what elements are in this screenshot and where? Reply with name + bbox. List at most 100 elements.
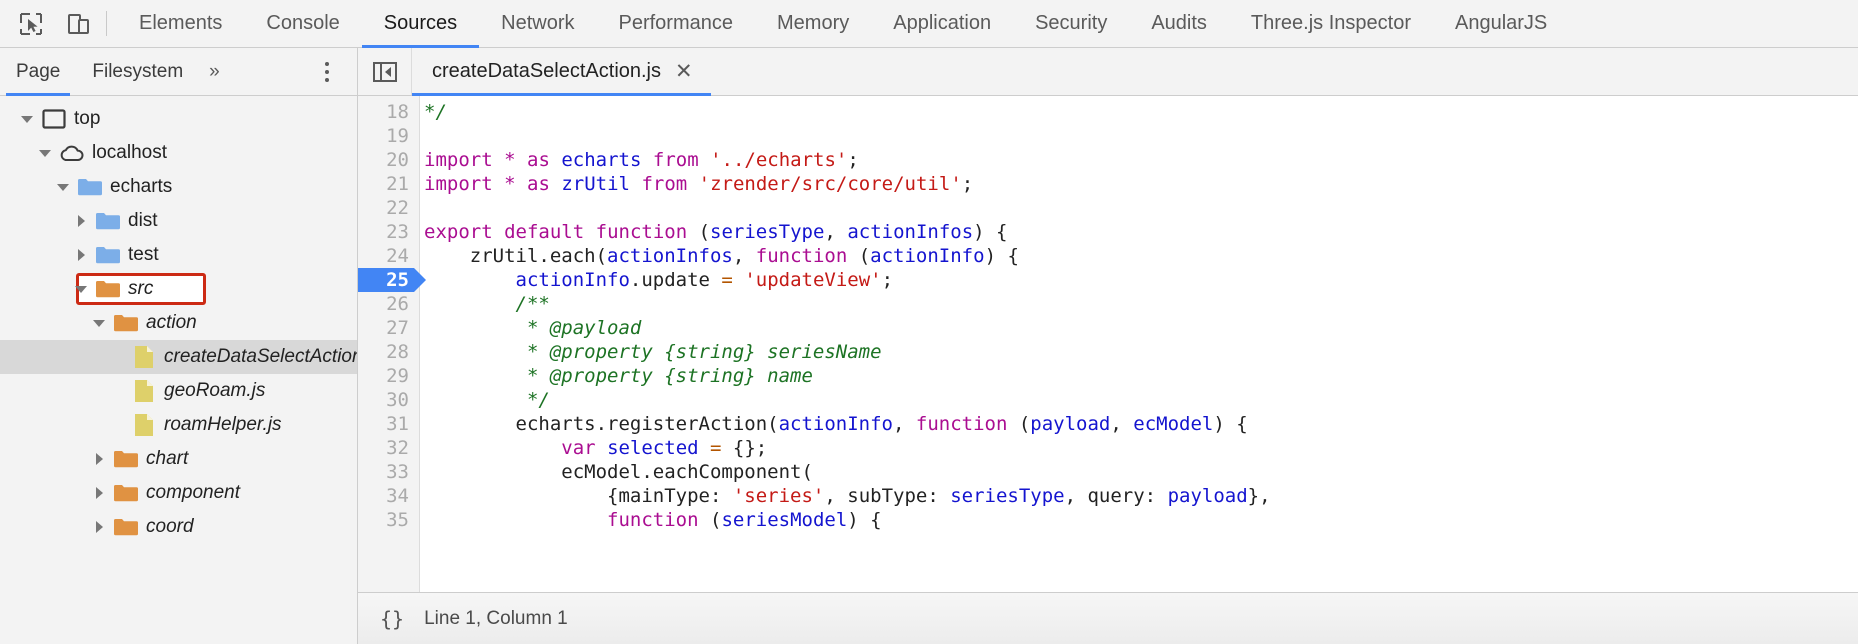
line-number[interactable]: 23 <box>358 220 419 244</box>
tree-item-label: chart <box>146 448 189 469</box>
line-number[interactable]: 31 <box>358 412 419 436</box>
chevron-down-icon[interactable] <box>68 282 94 296</box>
tree-item-component[interactable]: component <box>0 476 357 510</box>
tree-item-action[interactable]: action <box>0 306 357 340</box>
chevron-down-icon[interactable] <box>86 316 112 330</box>
chevron-down-icon[interactable] <box>14 112 40 126</box>
tab-performance[interactable]: Performance <box>597 0 756 47</box>
more-tabs-icon[interactable]: » <box>209 60 220 82</box>
tab-memory[interactable]: Memory <box>755 0 871 47</box>
toolbar-left-icons <box>0 0 102 47</box>
code-line[interactable]: * @payload <box>424 316 1858 340</box>
tab-security[interactable]: Security <box>1013 0 1129 47</box>
code-token <box>424 509 607 531</box>
kebab-menu-icon[interactable] <box>309 54 345 90</box>
tree-item-label: action <box>146 312 197 333</box>
tree-item-localhost[interactable]: localhost <box>0 136 357 170</box>
code-token <box>550 149 561 171</box>
tab-angularjs[interactable]: AngularJS <box>1433 0 1569 47</box>
code-line[interactable]: import * as echarts from '../echarts'; <box>424 148 1858 172</box>
code-token <box>641 149 652 171</box>
code-line[interactable]: */ <box>424 388 1858 412</box>
line-number[interactable]: 35 <box>358 508 419 532</box>
frame-icon <box>40 109 68 129</box>
code-content[interactable]: */ import * as echarts from '../echarts'… <box>420 96 1858 592</box>
line-number[interactable]: 21 <box>358 172 419 196</box>
tree-item-createdataselectaction-js[interactable]: createDataSelectAction.js <box>0 340 357 374</box>
tab-threejs-inspector[interactable]: Three.js Inspector <box>1229 0 1433 47</box>
tree-item-top[interactable]: top <box>0 102 357 136</box>
code-token: 'series' <box>732 485 825 507</box>
line-number[interactable]: 32 <box>358 436 419 460</box>
code-line[interactable]: * @property {string} name <box>424 364 1858 388</box>
tab-network[interactable]: Network <box>479 0 596 47</box>
inspect-cursor-icon[interactable] <box>14 7 48 41</box>
pretty-print-icon[interactable]: {} <box>380 606 405 631</box>
tree-item-dist[interactable]: dist <box>0 204 357 238</box>
code-line[interactable]: import * as zrUtil from 'zrender/src/cor… <box>424 172 1858 196</box>
tab-application[interactable]: Application <box>871 0 1013 47</box>
editor-tab-createdataselectaction[interactable]: createDataSelectAction.js ✕ <box>412 48 711 96</box>
tree-item-roamhelper-js[interactable]: roamHelper.js <box>0 408 357 442</box>
device-toolbar-icon[interactable] <box>62 7 96 41</box>
line-number[interactable]: 27 <box>358 316 419 340</box>
chevron-right-icon[interactable] <box>86 486 112 500</box>
code-line[interactable]: echarts.registerAction(actionInfo, funct… <box>424 412 1858 436</box>
line-number[interactable]: 30 <box>358 388 419 412</box>
tab-console[interactable]: Console <box>244 0 361 47</box>
line-number[interactable]: 24 <box>358 244 419 268</box>
navigator-tab-page[interactable]: Page <box>0 48 76 96</box>
code-line[interactable]: var selected = {}; <box>424 436 1858 460</box>
line-number[interactable]: 28 <box>358 340 419 364</box>
line-number[interactable]: 19 <box>358 124 419 148</box>
code-token <box>630 173 641 195</box>
line-number[interactable]: 18 <box>358 100 419 124</box>
chevron-right-icon[interactable] <box>68 214 94 228</box>
code-line[interactable]: {mainType: 'series', subType: seriesType… <box>424 484 1858 508</box>
line-number-current[interactable]: 25 <box>358 268 426 292</box>
code-line[interactable]: */ <box>424 100 1858 124</box>
chevron-right-icon[interactable] <box>86 452 112 466</box>
chevron-right-icon[interactable] <box>68 248 94 262</box>
code-line[interactable]: * @property {string} seriesName <box>424 340 1858 364</box>
navigator-tab-filesystem[interactable]: Filesystem <box>76 48 199 95</box>
tab-sources[interactable]: Sources <box>361 0 480 48</box>
code-token: actionInfo <box>778 413 893 435</box>
line-number-label: 19 <box>386 125 409 147</box>
tab-elements[interactable]: Elements <box>117 0 244 47</box>
tree-item-src[interactable]: src <box>0 272 357 306</box>
code-token: ( <box>847 245 871 267</box>
navigator-tab-label: Filesystem <box>92 60 184 82</box>
code-line[interactable]: actionInfo.update = 'updateView'; <box>424 268 1858 292</box>
code-line[interactable]: ecModel.eachComponent( <box>424 460 1858 484</box>
chevron-right-icon[interactable] <box>86 520 112 534</box>
code-token: actionInfos <box>847 221 974 243</box>
line-number[interactable]: 26 <box>358 292 419 316</box>
code-line[interactable]: zrUtil.each(actionInfos, function (actio… <box>424 244 1858 268</box>
line-number[interactable]: 29 <box>358 364 419 388</box>
tab-label: Elements <box>139 12 223 34</box>
close-icon[interactable]: ✕ <box>675 60 693 83</box>
tree-item-georoam-js[interactable]: geoRoam.js <box>0 374 357 408</box>
tree-item-content: action <box>0 312 197 334</box>
code-line[interactable] <box>424 124 1858 148</box>
code-token: payload <box>1030 413 1111 435</box>
line-number[interactable]: 22 <box>358 196 419 220</box>
line-number[interactable]: 34 <box>358 484 419 508</box>
code-line[interactable]: function (seriesModel) { <box>424 508 1858 532</box>
show-navigator-icon[interactable] <box>358 48 412 95</box>
chevron-down-icon[interactable] <box>50 180 76 194</box>
code-line[interactable]: /** <box>424 292 1858 316</box>
tree-item-chart[interactable]: chart <box>0 442 357 476</box>
line-number[interactable]: 33 <box>358 460 419 484</box>
tree-item-coord[interactable]: coord <box>0 510 357 544</box>
code-line[interactable] <box>424 196 1858 220</box>
tree-item-echarts[interactable]: echarts <box>0 170 357 204</box>
line-number[interactable]: 20 <box>358 148 419 172</box>
code-line[interactable]: export default function (seriesType, act… <box>424 220 1858 244</box>
tab-audits[interactable]: Audits <box>1129 0 1229 47</box>
chevron-down-icon[interactable] <box>32 146 58 160</box>
tree-item-test[interactable]: test <box>0 238 357 272</box>
